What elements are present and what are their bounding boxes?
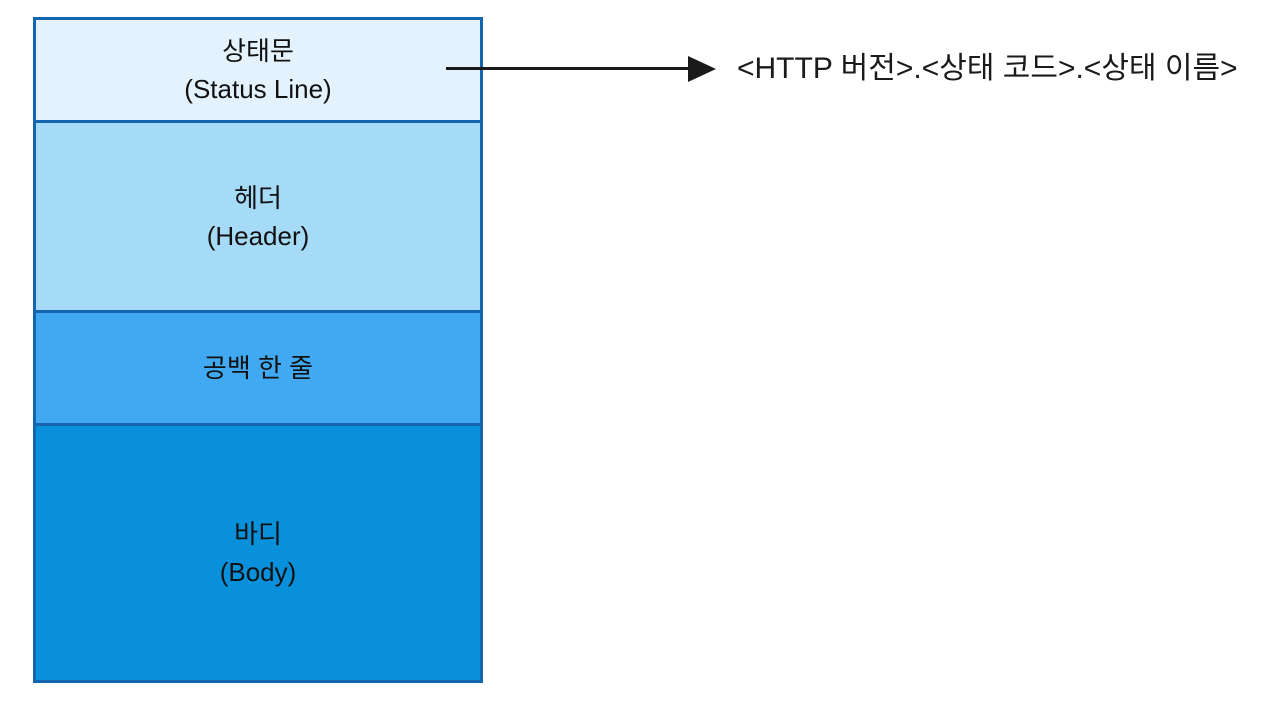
status-line-arrow-shaft [446, 67, 689, 70]
section-status-line-label-ko: 상태문 [222, 36, 294, 66]
section-body: 바디 (Body) [36, 423, 480, 680]
section-body-label-en: (Body) [219, 557, 297, 587]
section-blank-line: 공백 한 줄 [36, 310, 480, 423]
section-blank-line-label-ko: 공백 한 줄 [202, 353, 314, 383]
section-header: 헤더 (Header) [36, 120, 480, 310]
section-header-label-ko: 헤더 [234, 182, 282, 213]
section-body-label-ko: 바디 [234, 519, 282, 549]
section-status-line: 상태문 (Status Line) [36, 20, 480, 120]
section-status-line-label-en: (Status Line) [184, 74, 332, 104]
status-line-format-annotation: <HTTP 버전>.<상태 코드>.<상태 이름> [737, 52, 1238, 85]
status-line-arrowhead-icon [688, 56, 716, 82]
http-response-structure-stack: 상태문 (Status Line) 헤더 (Header) 공백 한 줄 바디 … [33, 17, 483, 683]
section-header-label-en: (Header) [206, 220, 310, 251]
